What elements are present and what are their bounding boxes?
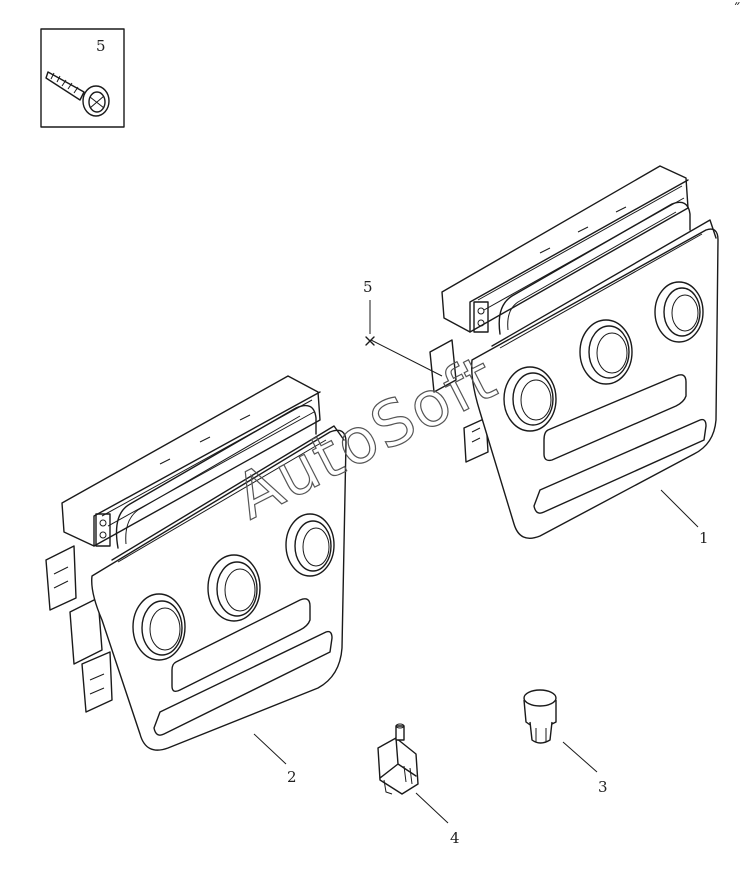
leader-lines (253, 300, 699, 824)
legend-box-label: 5 (96, 37, 106, 55)
screw-icon (45, 71, 110, 117)
callout-label: 1 (699, 529, 709, 547)
callout-label: 3 (598, 778, 608, 796)
knob-icon (132, 593, 186, 661)
callout-label: 4 (450, 829, 460, 847)
button-part-3 (523, 689, 557, 744)
knob-icon (285, 513, 335, 577)
callout-label: 2 (287, 768, 297, 786)
knob-icon (579, 319, 633, 385)
climate-control-panel-2 (45, 375, 347, 751)
knob-icon (654, 281, 704, 343)
corner-mark: ˝ (733, 0, 741, 18)
switch-part-4 (377, 723, 419, 795)
knob-icon (207, 554, 261, 622)
knob-icon (503, 366, 557, 432)
climate-control-panel-1 (429, 165, 719, 539)
legend-box-screw: 5 (40, 28, 125, 128)
callout-label: 5 (363, 278, 373, 296)
